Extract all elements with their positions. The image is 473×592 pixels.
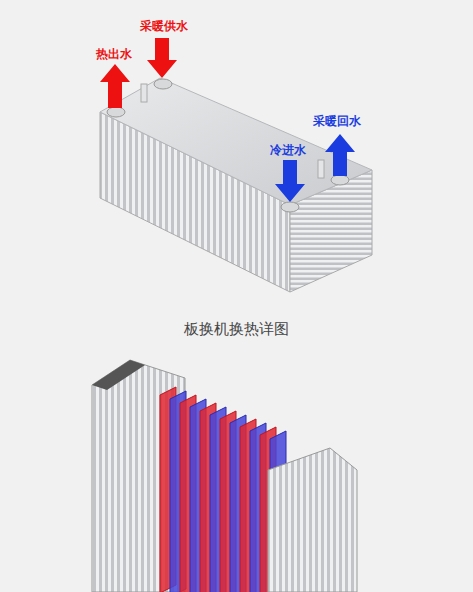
stud (141, 84, 147, 102)
flow-label: 热出水 (96, 46, 132, 63)
up-arrow (325, 134, 355, 176)
flow-label: 采暖供水 (140, 18, 188, 35)
down-arrow (147, 38, 177, 78)
port (107, 107, 125, 117)
flow-label: 采暖回水 (313, 113, 361, 130)
flow-label: 冷进水 (270, 142, 306, 159)
port (281, 202, 299, 212)
up-arrow (100, 64, 130, 108)
port (154, 79, 172, 89)
end-plate (268, 448, 357, 592)
end-plate-top (92, 360, 145, 390)
stud (318, 160, 324, 178)
port (331, 175, 349, 185)
top-plate (100, 78, 372, 205)
caption: 板换机换热详图 (184, 320, 289, 339)
down-arrow (275, 160, 305, 202)
exploded-exchanger (92, 360, 357, 592)
plate-exchanger (100, 78, 372, 292)
plate-stack (160, 387, 286, 592)
